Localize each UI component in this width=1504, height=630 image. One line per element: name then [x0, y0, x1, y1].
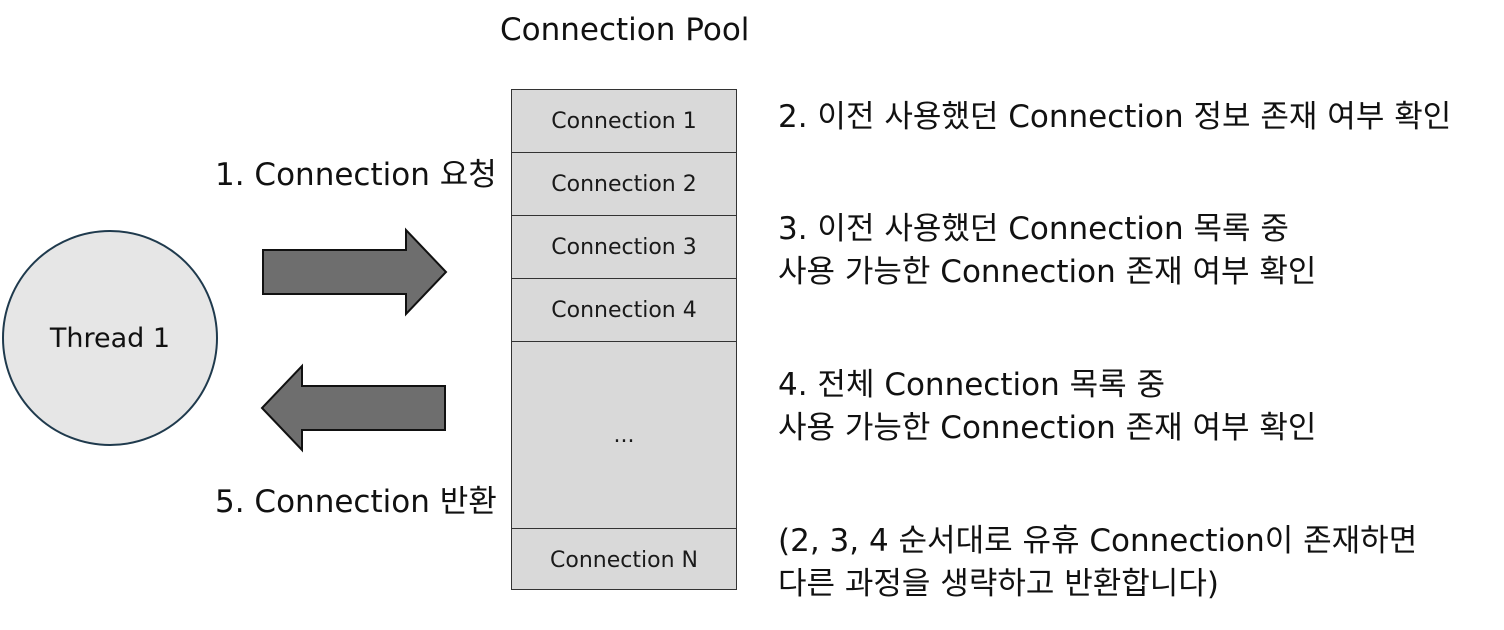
- pool-slot-2: Connection 2: [512, 153, 736, 216]
- note-line-2: 다른 과정을 생략하고 반환합니다): [778, 566, 1219, 602]
- note-line-1: (2, 3, 4 순서대로 유휴 Connection이 존재하면: [778, 523, 1418, 559]
- connection-pool: Connection 1 Connection 2 Connection 3 C…: [511, 89, 737, 590]
- step-4-line-1: 4. 전체 Connection 목록 중: [778, 367, 1165, 403]
- step-3-line-1: 3. 이전 사용했던 Connection 목록 중: [778, 211, 1289, 247]
- request-arrow-icon: [262, 227, 448, 317]
- return-arrow-icon: [260, 363, 446, 453]
- pool-slot-1: Connection 1: [512, 90, 736, 153]
- step-3-line-2: 사용 가능한 Connection 존재 여부 확인: [778, 254, 1317, 290]
- pool-slot-3: Connection 3: [512, 216, 736, 279]
- thread-node: Thread 1: [2, 230, 218, 446]
- return-label: 5. Connection 반환: [215, 484, 497, 520]
- pool-slot-ellipsis: ...: [613, 422, 635, 448]
- pool-slot-n: Connection N: [512, 528, 736, 591]
- pool-slot-4: Connection 4: [512, 279, 736, 342]
- request-label: 1. Connection 요청: [215, 157, 497, 193]
- pool-title: Connection Pool: [500, 12, 750, 48]
- step-2: 2. 이전 사용했던 Connection 정보 존재 여부 확인: [778, 99, 1452, 135]
- thread-label: Thread 1: [49, 322, 171, 354]
- step-4-line-2: 사용 가능한 Connection 존재 여부 확인: [778, 410, 1317, 446]
